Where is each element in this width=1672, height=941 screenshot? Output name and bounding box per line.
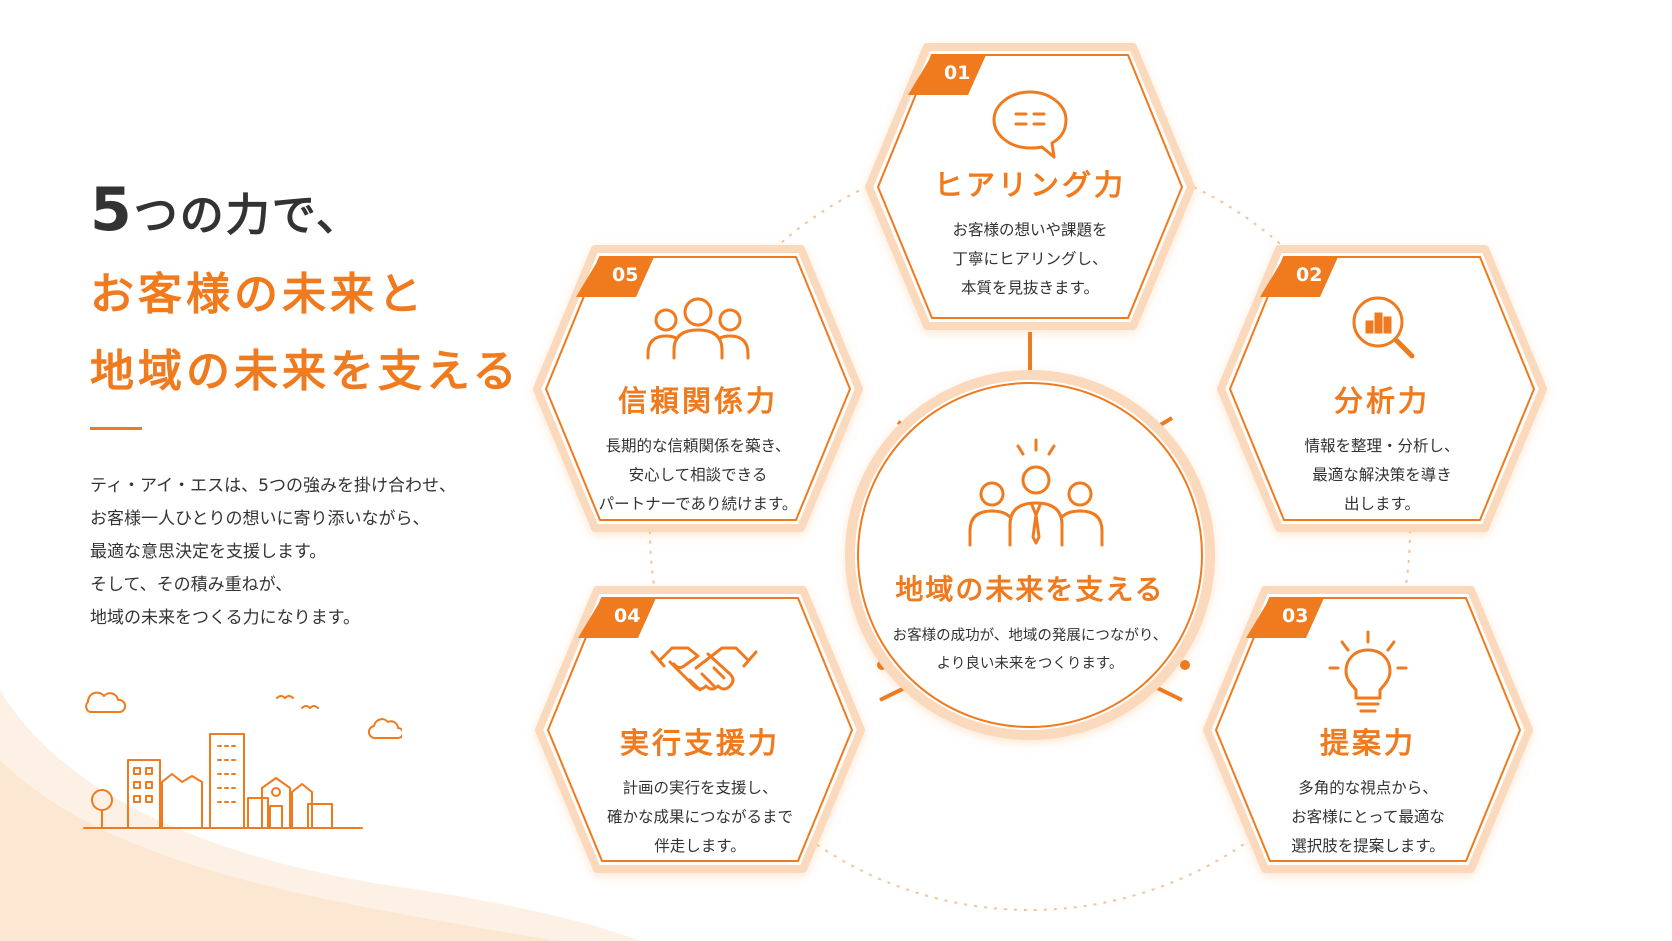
heading-line-2: お客様の未来と [90,269,426,320]
strength-desc: 計画の実行を支援し、 確かな成果につながるまで 伴走します。 [550,774,850,861]
speech-bubble-icon [992,90,1068,159]
badge-number-04: 04 [614,605,641,627]
strength-desc-line: 長期的な信頼関係を築き、 [605,437,791,455]
team-leader-icon [968,438,1104,547]
strength-desc: 情報を整理・分析し、 最適な解決策を導き 出します。 [1232,432,1532,519]
center-title: 地域の未来を支える [895,573,1165,606]
heading-line-1: 5つの力で、 [90,175,362,245]
handshake-icon [650,646,758,692]
description-line: 地域の未来をつくる力になります。 [90,608,360,628]
badge-number-03: 03 [1282,605,1309,627]
description-line: そして、その積み重ねが、 [90,575,293,595]
strength-desc-line: 安心して相談できる [628,466,768,484]
city-illustration-icon [83,691,402,829]
strength-desc-line: 最適な解決策を導き [1312,466,1452,484]
heading-number: 5 [90,175,134,245]
center-content: 地域の未来を支える お客様の成功が、地域の発展につながり、 より良い未来をつくり… [860,568,1200,678]
heading-line-1-text: つの力で、 [133,190,362,241]
hexagon-03 [1203,586,1533,873]
hexagon-01 [865,43,1195,330]
center-circle [845,370,1215,740]
center-desc-line: より良い未来をつくります。 [936,656,1124,672]
badge-number-01: 01 [944,62,971,84]
strength-desc-line: 情報を整理・分析し、 [1304,437,1460,455]
description-line: ティ・アイ・エスは、5つの強みを掛け合わせ、 [90,476,456,496]
badge-number-02: 02 [1296,264,1323,286]
hexagon-04 [535,586,865,873]
strength-desc-line: 計画の実行を支援し、 [622,779,778,797]
strength-desc-line: 多角的な視点から、 [1298,779,1438,797]
strength-title: ヒアリング力 [933,168,1126,202]
strength-title: 信頼関係力 [617,384,778,418]
strength-desc-line: 伴走します。 [654,837,746,855]
strength-desc-line: 出します。 [1344,495,1420,513]
strength-desc-line: お客様の想いや課題を [952,221,1108,239]
strength-desc: 多角的な視点から、 お客様にとって最適な 選択肢を提案します。 [1218,774,1518,861]
hexagon-05 [533,245,863,532]
description-line: お客様一人ひとりの想いに寄り添いながら、 [90,509,430,529]
magnifier-chart-icon [1352,296,1415,359]
strength-desc: お客様の想いや課題を 丁寧にヒアリングし、 本質を見抜きます。 [880,216,1180,303]
heading-divider [90,427,142,430]
strength-desc-line: 本質を見抜きます。 [961,279,1099,297]
center-desc: お客様の成功が、地域の発展につながり、 より良い未来をつくります。 [860,622,1200,678]
strength-desc-line: 丁寧にヒアリングし、 [952,250,1108,268]
strength-03: 提案力 多角的な視点から、 お客様にとって最適な 選択肢を提案します。 [1218,720,1518,861]
strength-title: 分析力 [1333,384,1430,418]
strength-04: 実行支援力 計画の実行を支援し、 確かな成果につながるまで 伴走します。 [550,720,850,861]
strength-02: 分析力 情報を整理・分析し、 最適な解決策を導き 出します。 [1232,378,1532,519]
description-line: 最適な意思決定を支援します。 [90,542,327,562]
heading-line-3: 地域の未来を支える [90,346,521,397]
strength-desc-line: 確かな成果につながるまで [606,808,793,826]
strength-desc: 長期的な信頼関係を築き、 安心して相談できる パートナーであり続けます。 [548,432,848,519]
hexagon-02 [1217,245,1547,532]
number-badges [576,55,1338,638]
center-desc-line: お客様の成功が、地域の発展につながり、 [892,628,1168,644]
lightbulb-icon [1328,630,1408,713]
strength-desc-line: お客様にとって最適な [1291,808,1445,826]
group-people-icon [646,297,750,360]
strength-desc-line: 選択肢を提案します。 [1291,837,1445,855]
strength-title: 提案力 [1319,726,1416,760]
strength-desc-line: パートナーであり続けます。 [598,495,798,513]
strength-01: ヒアリング力 お客様の想いや課題を 丁寧にヒアリングし、 本質を見抜きます。 [880,162,1180,303]
description: ティ・アイ・エスは、5つの強みを掛け合わせ、 お客様一人ひとりの想いに寄り添いな… [90,470,550,635]
badge-number-05: 05 [612,264,639,286]
strength-title: 実行支援力 [619,726,780,760]
strength-05: 信頼関係力 長期的な信頼関係を築き、 安心して相談できる パートナーであり続けま… [548,378,848,519]
